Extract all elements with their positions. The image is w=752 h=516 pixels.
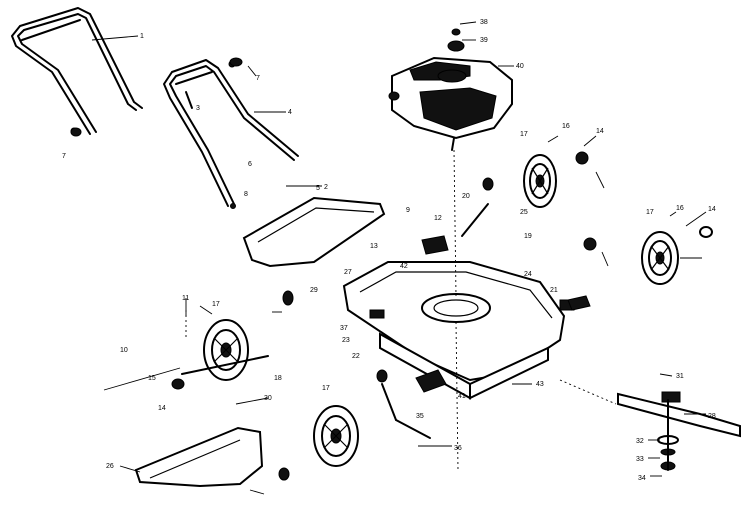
callout-43: 43 <box>536 381 544 388</box>
callout-28: 28 <box>708 413 716 420</box>
callout-14-right: 14 <box>708 206 716 213</box>
callout-33: 33 <box>636 456 644 463</box>
callout-42: 42 <box>400 263 408 270</box>
callout-18: 18 <box>274 375 282 382</box>
callout-16-top: 16 <box>562 123 570 130</box>
callout-17-rear-left: 17 <box>212 301 220 308</box>
callout-14-top: 14 <box>596 128 604 135</box>
callout-4: 4 <box>288 109 292 116</box>
chute-plate <box>242 196 386 268</box>
callout-40: 40 <box>516 63 524 70</box>
callout-20: 20 <box>462 193 470 200</box>
callout-36: 36 <box>454 445 462 452</box>
callout-labels: 1 2 3 4 5 6 7 7 8 9 10 11 12 13 14 14 14… <box>62 19 716 482</box>
callout-19: 19 <box>524 233 532 240</box>
callout-22: 22 <box>352 353 360 360</box>
upper-handle <box>11 7 236 135</box>
callout-6: 6 <box>248 161 252 168</box>
callout-8: 8 <box>244 191 248 198</box>
callout-21: 21 <box>550 287 558 294</box>
callout-13: 13 <box>370 243 378 250</box>
callout-15: 15 <box>148 375 156 382</box>
callout-24: 24 <box>524 271 532 278</box>
callout-17-front-right: 17 <box>646 209 654 216</box>
callout-2: 2 <box>324 184 328 191</box>
callout-16-right: 16 <box>676 205 684 212</box>
callout-7-lower: 7 <box>62 153 66 160</box>
rear-deflector <box>134 426 264 488</box>
wheel-front-right <box>641 231 679 285</box>
callout-25: 25 <box>520 209 528 216</box>
callout-7-upper: 7 <box>256 75 260 82</box>
mower-deck <box>342 235 575 400</box>
callout-9: 9 <box>406 207 410 214</box>
callout-3: 3 <box>196 105 200 112</box>
callout-38: 38 <box>480 19 488 26</box>
callout-10: 10 <box>120 347 128 354</box>
callout-17-front-left: 17 <box>322 385 330 392</box>
callout-31: 31 <box>676 373 684 380</box>
lower-handle <box>163 59 299 209</box>
engine <box>388 28 513 151</box>
callout-27: 27 <box>344 269 352 276</box>
callout-26: 26 <box>106 463 114 470</box>
callout-14-left: 14 <box>158 405 166 412</box>
callout-17-rear-right: 17 <box>520 131 528 138</box>
hardware <box>70 57 713 481</box>
wheel-rear-left <box>203 319 249 381</box>
callout-30: 30 <box>264 395 272 402</box>
blade-assembly <box>617 391 741 471</box>
callout-12: 12 <box>434 215 442 222</box>
wheel-rear-right <box>523 154 557 208</box>
callout-34: 34 <box>638 475 646 482</box>
callout-41: 41 <box>458 393 466 400</box>
callout-5: 5 <box>316 185 320 192</box>
callout-32: 32 <box>636 438 644 445</box>
callout-37: 37 <box>340 325 348 332</box>
callout-leaders <box>91 21 707 495</box>
callout-39: 39 <box>480 37 488 44</box>
callout-29: 29 <box>310 287 318 294</box>
callout-35: 35 <box>416 413 424 420</box>
wheel-front-left <box>313 405 359 467</box>
callout-11: 11 <box>182 295 189 302</box>
callout-23: 23 <box>342 337 350 344</box>
callout-1: 1 <box>140 33 144 40</box>
